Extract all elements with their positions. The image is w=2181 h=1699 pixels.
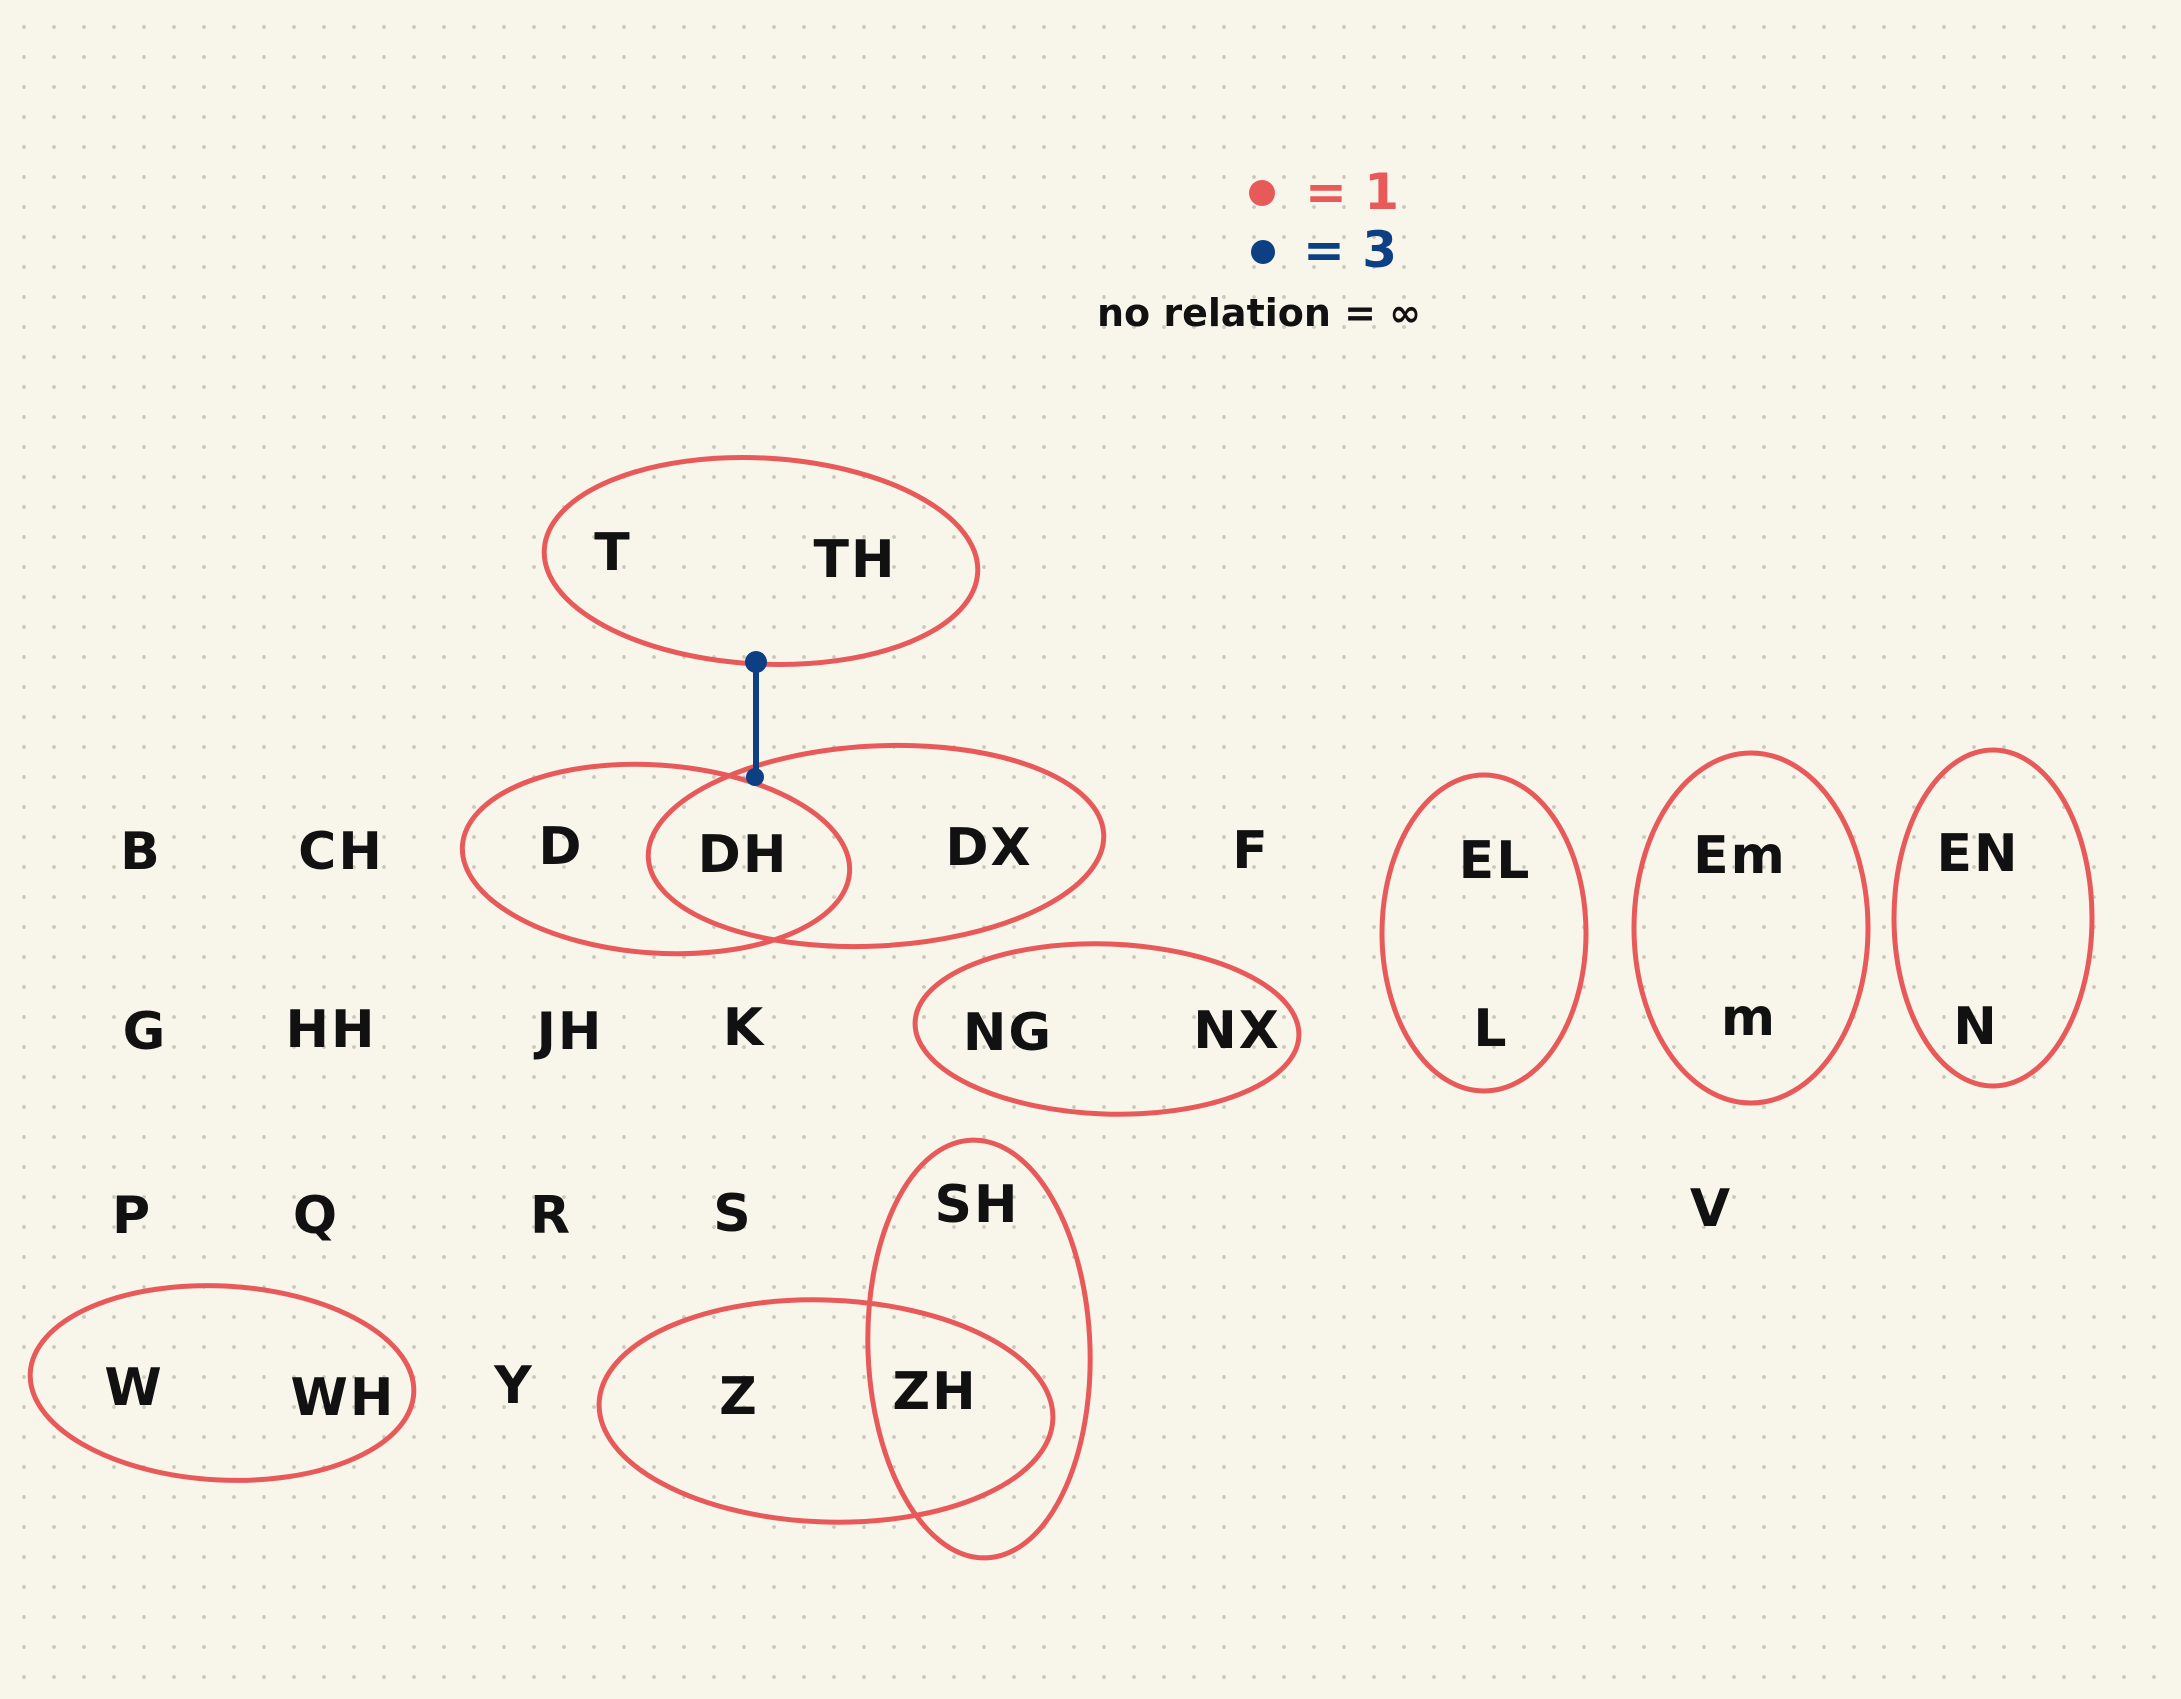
node-s: S: [713, 1184, 753, 1244]
node-w: W: [104, 1358, 164, 1418]
group-ng-nx: [912, 941, 1302, 1117]
node-t: T: [594, 523, 632, 583]
group-w-wh: [27, 1283, 417, 1483]
node-d: D: [538, 817, 584, 877]
legend-no-relation: no relation = ∞: [1097, 291, 1421, 335]
group-en-n: [1891, 747, 2095, 1089]
node-dh: DH: [697, 825, 789, 885]
node-y: Y: [494, 1356, 534, 1416]
node-dx: DX: [945, 818, 1033, 878]
node-r: R: [529, 1186, 573, 1246]
node-z: Z: [719, 1367, 759, 1427]
group-d-dh: [459, 761, 853, 957]
group-sh-zh: [865, 1137, 1093, 1561]
group-z-zh: [596, 1297, 1056, 1525]
node-n: N: [1953, 997, 1999, 1057]
node-l: L: [1473, 999, 1509, 1059]
group-dh-dx: [645, 742, 1107, 950]
legend-red-value: = 1: [1305, 163, 1400, 221]
legend-blue-value: = 3: [1303, 221, 1398, 279]
group-el-l: [1379, 772, 1589, 1094]
node-v: V: [1689, 1179, 1733, 1239]
node-th: TH: [813, 530, 897, 590]
node-ng: NG: [962, 1003, 1054, 1063]
node-q: Q: [292, 1186, 340, 1246]
node-m: m: [1720, 988, 1778, 1048]
node-ch: CH: [298, 822, 384, 882]
node-el: EL: [1458, 831, 1532, 891]
group-em-m: [1631, 750, 1871, 1106]
node-zh: ZH: [892, 1362, 978, 1422]
legend-markers: [1249, 180, 1275, 264]
node-f: F: [1232, 821, 1270, 881]
node-p: P: [111, 1186, 153, 1246]
node-sh: SH: [934, 1175, 1020, 1235]
node-g: G: [122, 1002, 168, 1062]
node-wh: WH: [290, 1368, 396, 1428]
relation-cost-3-edge: [745, 651, 767, 786]
node-b: B: [120, 822, 162, 882]
node-en: EN: [1936, 824, 2020, 884]
node-nx: NX: [1193, 1001, 1281, 1061]
node-hh: HH: [285, 1000, 377, 1060]
legend-blue-dot: [1251, 240, 1275, 264]
node-k: K: [722, 998, 766, 1058]
node-em: Em: [1693, 826, 1787, 886]
legend-red-dot: [1249, 180, 1275, 206]
node-jh: JH: [536, 1002, 604, 1062]
